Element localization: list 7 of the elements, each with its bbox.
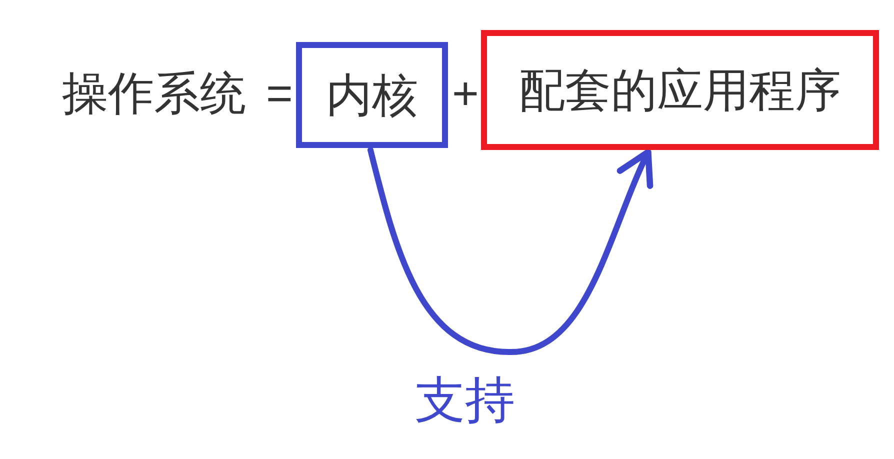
plus-sign: + — [452, 70, 479, 116]
equals-sign: = — [266, 70, 293, 116]
outlined-box: 配套的应用程序 — [481, 30, 879, 150]
curved-arrow — [367, 147, 654, 355]
outlined-box: 内核 — [296, 42, 448, 148]
label-text: 操作系统 — [62, 70, 246, 116]
edge-label: 支持 — [415, 375, 515, 425]
